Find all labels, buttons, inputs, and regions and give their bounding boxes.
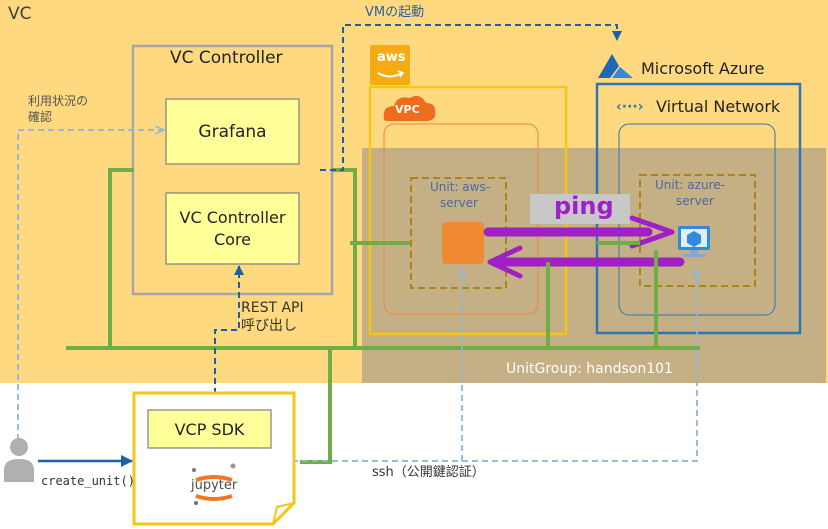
user-icon xyxy=(4,438,34,482)
azure-title: Microsoft Azure xyxy=(641,59,765,78)
azure-unit-label-line1: Unit: azure- xyxy=(655,178,725,192)
rest-api-line1: REST API xyxy=(241,300,304,316)
vm-start-arrow xyxy=(320,24,622,171)
ssh-line xyxy=(292,270,697,462)
usage-label-line2: 確認 xyxy=(28,110,53,124)
azure-vm-icon xyxy=(678,226,710,257)
ssh-label: ssh（公開鍵認証） xyxy=(372,465,485,480)
grafana-box xyxy=(165,98,300,165)
aws-unit-label-line2: server xyxy=(440,196,478,210)
rest-api-line2: 呼び出し xyxy=(241,318,297,334)
aws-unit-label-line1: Unit: aws- xyxy=(430,180,491,194)
core-label: VC Controller Core xyxy=(166,193,299,264)
vpc-badge-label: VPC xyxy=(395,103,420,116)
jupyter-label: jupyter xyxy=(191,478,238,493)
grafana-text: Grafana xyxy=(198,121,267,142)
network-lines xyxy=(66,168,700,464)
core-text-line1: VC Controller xyxy=(179,207,286,227)
ping-arrows xyxy=(483,215,685,279)
azure-unit-label-line2: server xyxy=(676,194,714,208)
vcp-sdk-title-box xyxy=(147,409,272,449)
vc-controller-title: VC Controller xyxy=(170,48,283,68)
vc-label: VC xyxy=(8,4,32,24)
core-text-line2: Core xyxy=(213,229,252,249)
vcp-sdk-label: VCP SDK xyxy=(148,410,271,448)
azure-logo-icon xyxy=(598,54,633,78)
grafana-label: Grafana xyxy=(166,99,299,164)
vcp-sdk-text: VCP SDK xyxy=(174,419,245,439)
usage-check-arrow xyxy=(17,130,163,440)
ec2-instance-icon xyxy=(442,222,484,264)
ping-label-bg xyxy=(530,194,630,224)
vnet-icon: ‹···› xyxy=(616,99,644,115)
jupyter-logo-icon xyxy=(192,463,236,505)
unitgroup-label: UnitGroup: handson101 xyxy=(506,361,673,377)
rest-api-arrow xyxy=(214,265,244,394)
core-box xyxy=(165,192,300,265)
vpc-cloud-icon xyxy=(383,95,436,121)
vm-start-label: VMの起動 xyxy=(365,5,425,20)
usage-label-line1: 利用状況の xyxy=(28,94,89,108)
aws-badge-label: aws xyxy=(377,50,406,65)
vnet-title: Virtual Network xyxy=(656,97,781,116)
ping-label: ping xyxy=(554,192,614,220)
create-unit-label: create_unit() xyxy=(41,474,135,488)
